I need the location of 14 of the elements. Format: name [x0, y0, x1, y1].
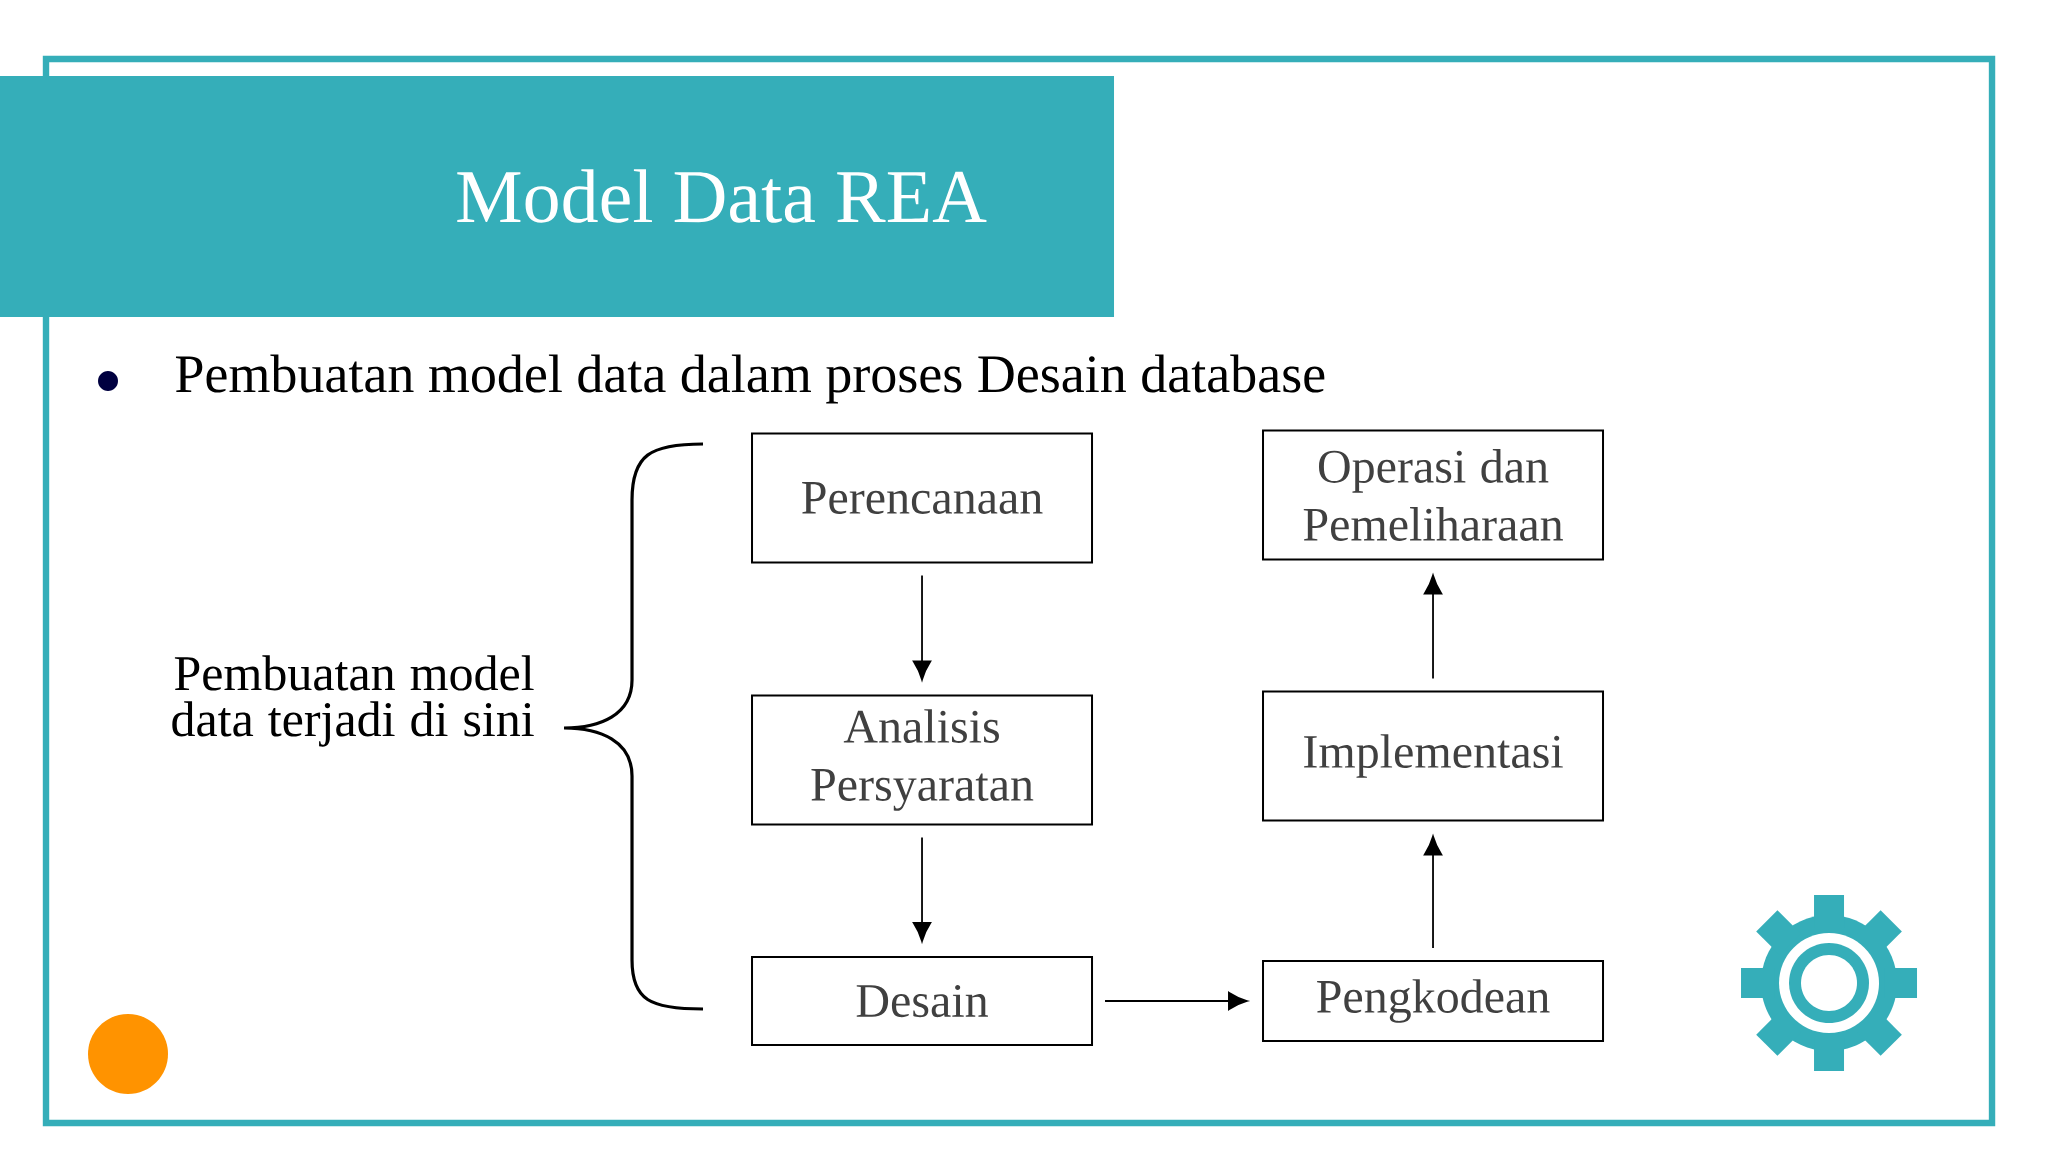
process-box: Analisis Persyaratan — [751, 694, 1093, 826]
arrow — [1423, 574, 1443, 680]
process-box: Perencanaan — [751, 432, 1093, 564]
bullet-text: Pembuatan model data dalam proses Desain database — [176, 354, 1325, 404]
brace-label: Pembuatan model data terjadi di sini — [172, 655, 534, 747]
arrow — [1423, 835, 1443, 949]
process-box: Operasi dan Pemeliharaan — [1262, 429, 1604, 561]
process-box: Implementasi — [1262, 690, 1604, 822]
arrow — [912, 574, 932, 681]
process-box: Pengkodean — [1262, 960, 1604, 1042]
arrow — [1104, 991, 1248, 1011]
title-banner: Model Data REA — [0, 76, 1114, 317]
process-box: Desain — [751, 956, 1093, 1046]
arrow — [912, 836, 932, 942]
